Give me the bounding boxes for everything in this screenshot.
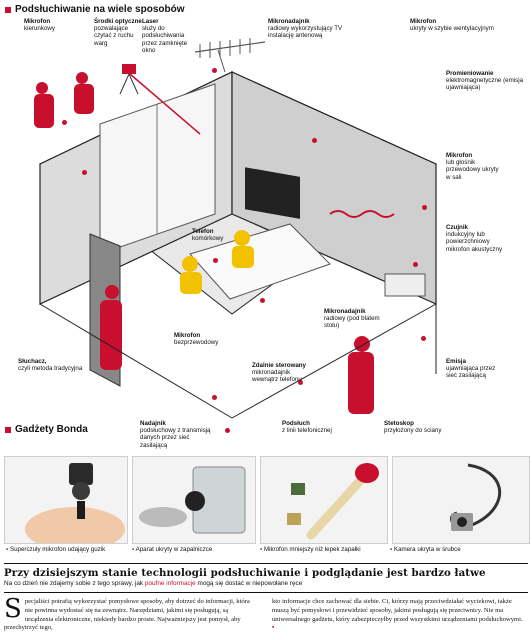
red-square-icon	[5, 6, 11, 13]
person-seated	[182, 256, 198, 272]
marker-dot	[421, 336, 426, 341]
red-square-icon	[5, 426, 11, 433]
marker-dot	[82, 170, 87, 175]
caption-4: ▪ Kamera ukryta w śrubce	[390, 546, 461, 553]
marker-dot	[422, 205, 427, 210]
red-figure	[354, 336, 370, 352]
marker-dot	[413, 262, 418, 267]
marker-dot	[260, 298, 265, 303]
section-header-podsluch: Podsłuchiwanie na wiele sposobów	[5, 4, 184, 15]
article-subheadline: Na co dzień nie zdajemy sobie z tego spr…	[4, 580, 303, 587]
marker-dot	[212, 395, 217, 400]
article-column-2: kto informacje chce zachować dla siebie.…	[272, 598, 523, 632]
radiator	[384, 273, 426, 297]
marker-dot	[212, 68, 217, 73]
red-figure	[76, 72, 88, 84]
laser-beam	[129, 73, 201, 135]
gadget-gallery	[4, 456, 530, 544]
red-figure	[36, 82, 48, 94]
lighter-camera-image	[139, 466, 246, 534]
gadget-photo-screw-camera	[392, 456, 530, 544]
gadget-photo-button-mic	[4, 456, 128, 544]
marker-dot	[62, 120, 67, 125]
label-sluchacz: Słuchacz,czyli metoda tradycyjna	[18, 358, 83, 373]
caption-3: ▪ Mikrofon mniejszy niż łepek zapałki	[260, 546, 361, 553]
gadget-photo-match-mic	[260, 456, 388, 544]
laser-device	[122, 64, 136, 74]
divider	[4, 592, 528, 593]
caption-1: ▪ Superczuły mikrofon udający guzik	[6, 546, 106, 553]
em-wave	[329, 210, 395, 218]
gadget-photo-lighter-camera	[132, 456, 256, 544]
button-mic-image	[25, 463, 125, 543]
drop-cap: S	[4, 594, 22, 624]
article-headline: Przy dzisiejszym stanie technologii pods…	[4, 567, 486, 579]
person-seated	[234, 230, 250, 246]
divider	[4, 563, 528, 564]
marker-dot	[298, 380, 303, 385]
section-title: Gadżety Bonda	[15, 424, 88, 435]
tv	[245, 167, 300, 219]
room-illustration	[34, 38, 437, 419]
marker-dot	[213, 258, 218, 263]
marker-dot	[312, 138, 317, 143]
section-title: Podsłuchiwanie na wiele sposobów	[15, 4, 185, 15]
red-figure	[105, 285, 119, 299]
caption-2: ▪ Aparat ukryty w zapalniczce	[132, 546, 213, 553]
table	[189, 223, 331, 300]
marker-dot	[225, 428, 230, 433]
match-mic-image	[287, 463, 379, 540]
section-header-gadzety: Gadżety Bonda	[5, 424, 88, 435]
screw-camera-image	[450, 463, 502, 531]
